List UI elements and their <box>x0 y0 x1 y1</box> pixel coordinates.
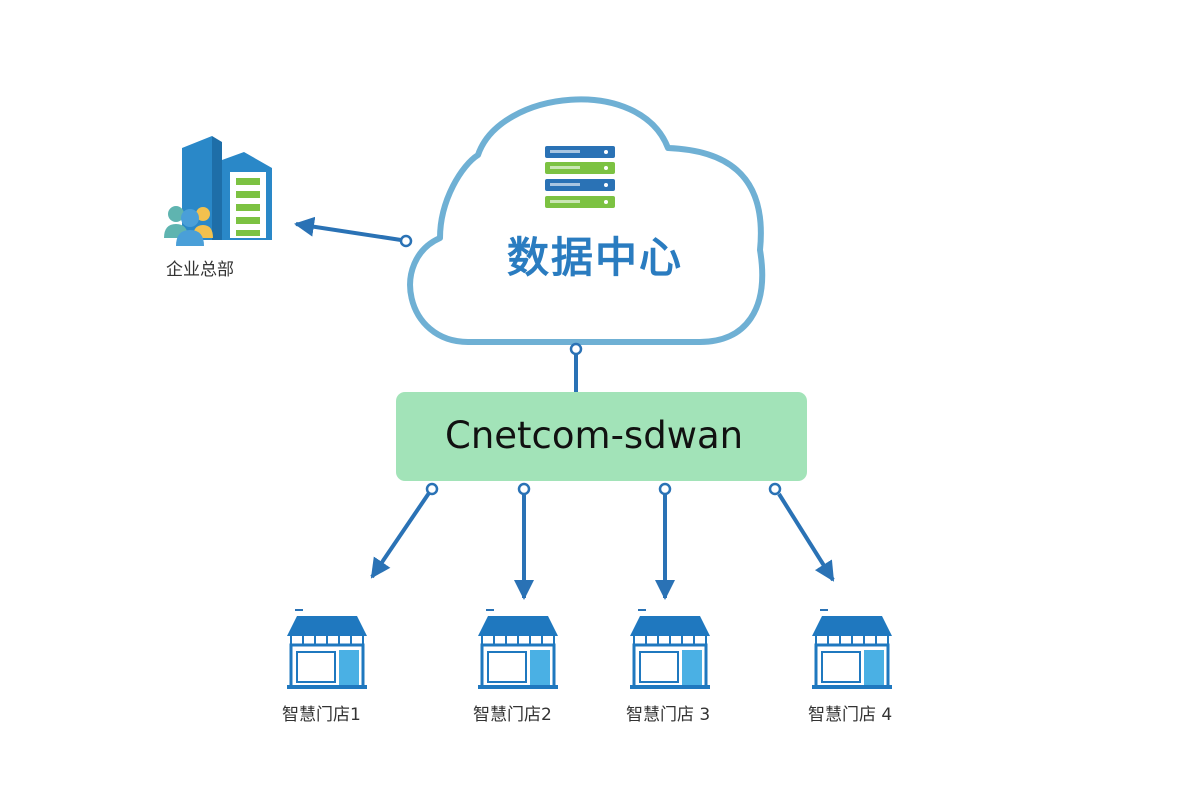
connector-sdwan-store-2 <box>514 482 534 600</box>
store-label-1: 智慧门店1 <box>282 705 361 725</box>
sdwan-label: Cnetcom-sdwan <box>445 414 744 457</box>
store-label-4: 智慧门店 4 <box>808 705 893 725</box>
cloud-shape <box>407 96 766 345</box>
connector-cloud-hq <box>294 216 413 248</box>
storefront-icon <box>478 609 558 689</box>
store-label-3: 智慧门店 3 <box>626 705 711 725</box>
server-rack-icon <box>545 146 615 208</box>
storefront-icon <box>812 609 892 689</box>
storefront-icon <box>630 609 710 689</box>
store-label-2: 智慧门店2 <box>473 705 552 725</box>
data-center-title: 数据中心 <box>506 233 683 282</box>
connector-cloud-sdwan <box>569 342 583 392</box>
connector-sdwan-store-4 <box>768 482 835 582</box>
connector-sdwan-store-1 <box>370 482 439 579</box>
sdwan-node <box>396 392 807 481</box>
storefront-icon <box>287 609 367 689</box>
headquarters-label: 企业总部 <box>166 260 234 280</box>
office-building-icon <box>164 136 272 246</box>
connector-sdwan-store-3 <box>655 482 675 600</box>
